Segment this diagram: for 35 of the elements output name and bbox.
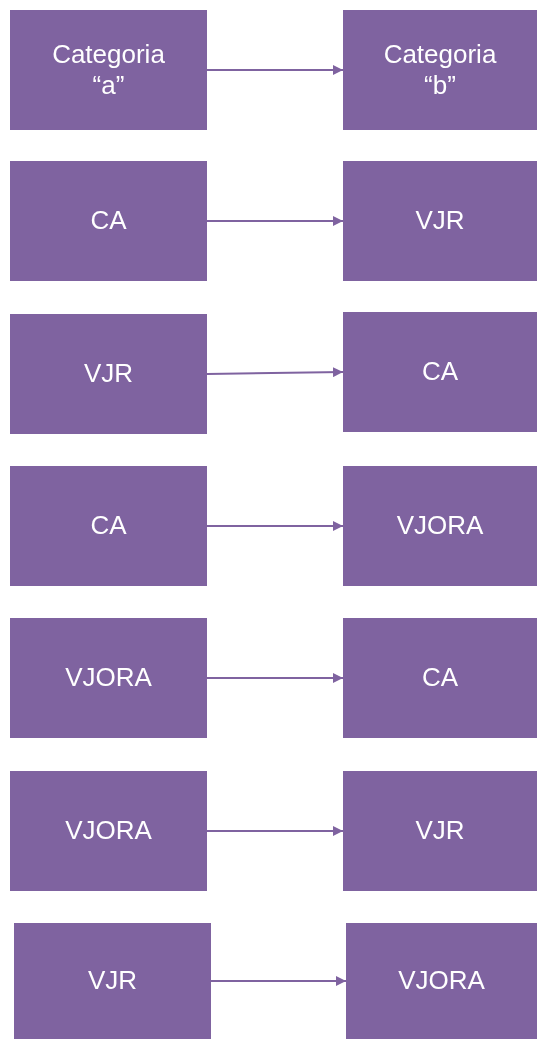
box-label: Categoria “b” (382, 38, 498, 102)
arrow (206, 367, 344, 378)
arrow (206, 216, 344, 226)
box-label: Categoria “a” (51, 38, 166, 102)
box-label: CA (421, 662, 459, 694)
category-box (346, 923, 537, 1039)
arrow (206, 65, 344, 75)
box-label: VJORA (396, 510, 484, 542)
category-box (343, 618, 537, 738)
box-label: CA (90, 205, 127, 237)
box-label: VJORA (65, 662, 152, 694)
category-box (10, 314, 207, 434)
box-label: VJORA (65, 815, 152, 847)
arrow (206, 673, 344, 683)
arrow (206, 521, 344, 531)
category-box (10, 10, 207, 130)
box-label: VJR (415, 815, 465, 847)
category-box (343, 161, 537, 281)
category-box (10, 161, 207, 281)
arrow (206, 826, 344, 836)
arrow (210, 976, 347, 986)
box-label: VJORA (398, 965, 485, 997)
category-box (10, 771, 207, 891)
category-box (343, 771, 537, 891)
category-box (343, 312, 537, 432)
category-box (10, 618, 207, 738)
category-box (10, 466, 207, 586)
box-label: CA (90, 510, 127, 542)
category-box (343, 466, 537, 586)
box-label: VJR (87, 965, 138, 997)
box-label: CA (421, 356, 459, 388)
category-box (14, 923, 211, 1039)
category-box (343, 10, 537, 130)
box-label: VJR (415, 205, 465, 237)
box-label: VJR (83, 358, 134, 390)
